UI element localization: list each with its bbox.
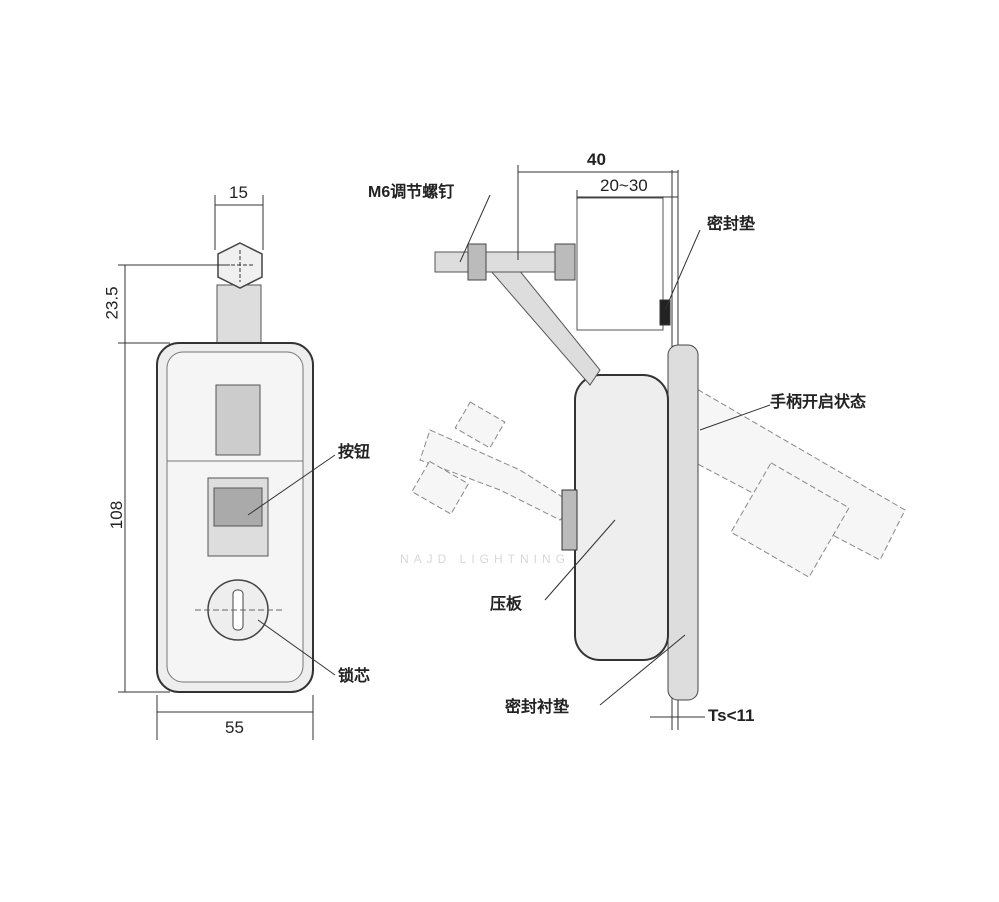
dim-thickness: Ts<11 bbox=[708, 706, 755, 725]
dim-overall: 40 bbox=[587, 150, 606, 169]
label-screw: M6调节螺钉 bbox=[368, 184, 455, 201]
front-view bbox=[118, 195, 336, 740]
label-handle-open: 手柄开启状态 bbox=[770, 394, 867, 411]
label-seal-pad: 密封垫 bbox=[707, 216, 756, 233]
dim-body-height: 108 bbox=[107, 500, 127, 530]
dim-body-width: 55 bbox=[225, 718, 244, 737]
watermark: NAJD LIGHTNING bbox=[400, 552, 571, 566]
label-lock-core: 锁芯 bbox=[338, 668, 371, 685]
label-pressure-plate: 压板 bbox=[490, 596, 523, 613]
label-seal-liner: 密封衬垫 bbox=[505, 699, 570, 716]
label-button: 按钮 bbox=[338, 444, 371, 461]
dim-handle-width: 15 bbox=[229, 183, 248, 202]
dim-range: 20~30 bbox=[600, 176, 648, 195]
dim-handle-height: 23.5 bbox=[102, 286, 122, 320]
side-view bbox=[411, 165, 906, 730]
